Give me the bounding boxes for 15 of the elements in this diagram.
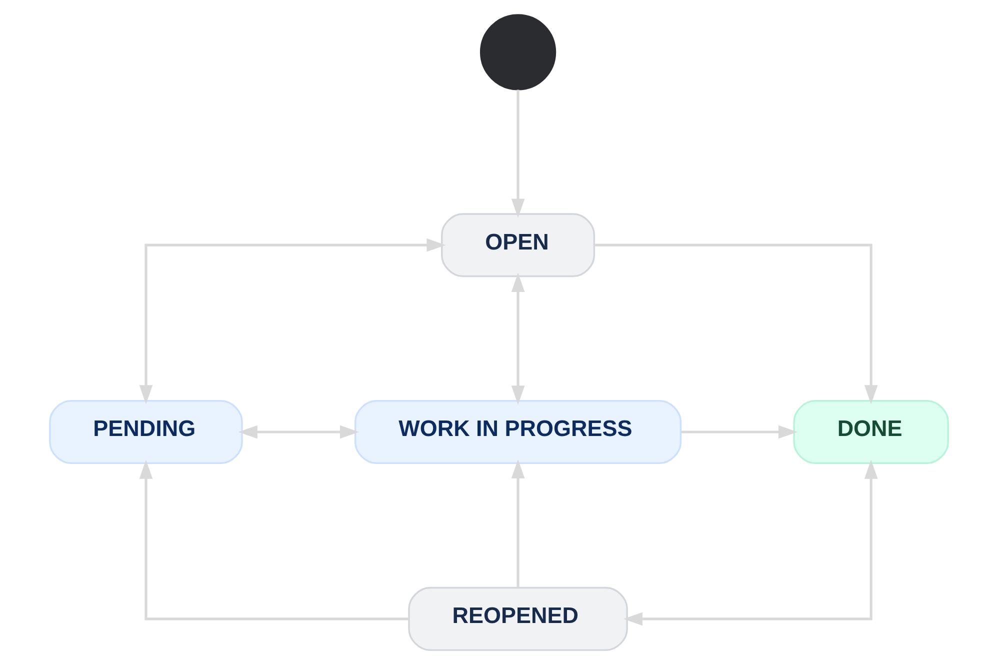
arrow [623,460,878,626]
node-box: PENDING [49,400,243,464]
arrow [238,425,359,439]
node-box: WORK IN PROGRESS [354,400,682,464]
arrow [681,425,798,439]
node-box: DONE [793,400,949,464]
arrow [594,244,878,404]
arrow [511,459,525,588]
arrow [511,90,525,218]
node-circle [480,14,556,90]
node-box: REOPENED [408,586,628,651]
arrow [139,238,446,404]
arrow [139,460,409,620]
node-box: OPEN [441,213,596,278]
arrow [511,272,525,405]
